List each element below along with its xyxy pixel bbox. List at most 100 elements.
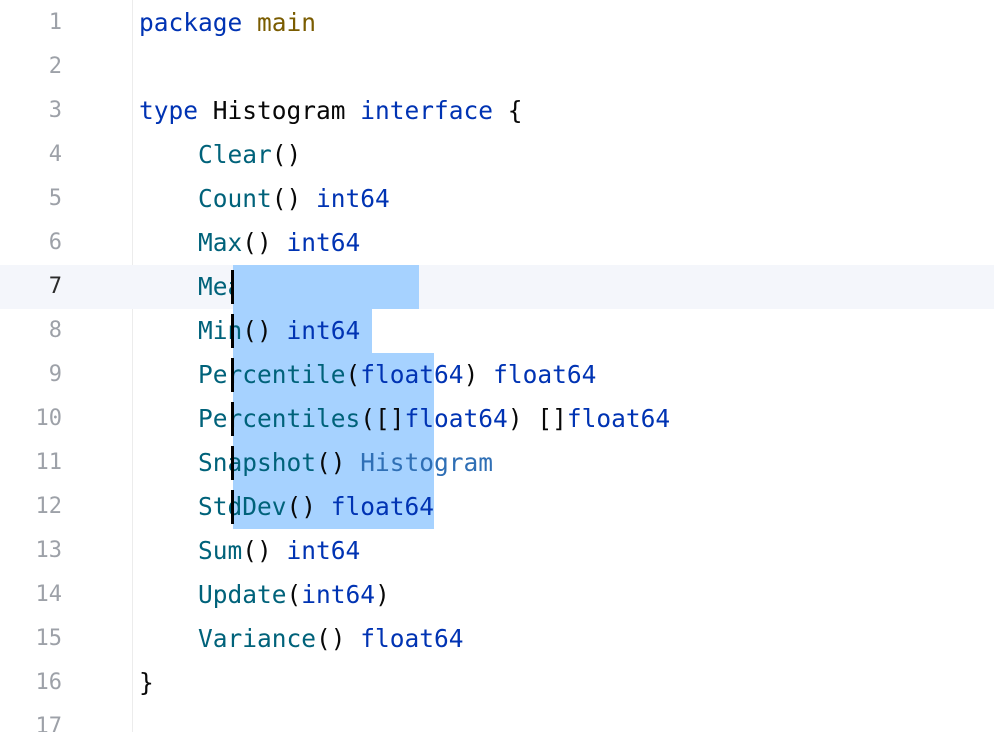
code-token: Histogram: [198, 96, 361, 125]
line-number: 1: [48, 10, 62, 35]
code-token: [139, 228, 198, 257]
code-token: ): [463, 360, 494, 389]
code-line[interactable]: 17: [0, 705, 994, 732]
line-number: 6: [48, 230, 62, 255]
text-selection: [233, 485, 434, 529]
code-token: (: [345, 360, 361, 389]
code-token: int64: [286, 316, 361, 345]
code-token: {: [493, 96, 523, 125]
code-line[interactable]: 2: [0, 45, 994, 89]
text-caret: [231, 402, 234, 436]
code-token: package: [139, 8, 243, 37]
code-line[interactable]: 4 Clear(): [0, 133, 994, 177]
line-code[interactable]: type Histogram interface {: [139, 89, 523, 133]
code-token: (): [316, 624, 361, 653]
text-selection: [233, 309, 372, 353]
line-code[interactable]: Clear(): [139, 133, 301, 177]
code-token: [139, 448, 198, 477]
code-token: float64: [493, 360, 597, 389]
code-token: [139, 316, 198, 345]
line-code[interactable]: package main: [139, 1, 316, 45]
line-code[interactable]: Min() int64: [139, 309, 360, 353]
code-token: [139, 404, 198, 433]
code-token: (): [242, 536, 287, 565]
code-line[interactable]: 7 Mean() float64: [0, 265, 994, 309]
code-token: (): [242, 316, 287, 345]
text-selection: [233, 265, 419, 309]
code-token: int64: [316, 184, 390, 213]
line-number: 14: [35, 582, 63, 607]
code-line[interactable]: 10 Percentiles([]float64) []float64: [0, 397, 994, 441]
line-code[interactable]: Count() int64: [139, 177, 390, 221]
code-line[interactable]: 13 Sum() int64: [0, 529, 994, 573]
code-token: (): [286, 492, 331, 521]
text-caret: [231, 270, 234, 304]
code-token: [139, 272, 198, 301]
code-token: [139, 580, 198, 609]
code-token: Variance: [198, 624, 317, 653]
code-line[interactable]: 9 Percentile(float64) float64: [0, 353, 994, 397]
code-token: [139, 624, 198, 653]
code-token: [242, 8, 257, 37]
code-token: float64: [566, 404, 671, 433]
line-number: 5: [48, 186, 62, 211]
code-token: interface: [360, 96, 494, 125]
code-token: [139, 536, 198, 565]
line-code[interactable]: StdDev() float64: [139, 485, 434, 529]
text-caret: [231, 446, 234, 480]
line-code[interactable]: Percentiles([]float64) []float64: [139, 397, 670, 441]
code-token: Update: [198, 580, 287, 609]
code-token: int64: [286, 228, 361, 257]
code-line[interactable]: 12 StdDev() float64: [0, 485, 994, 529]
text-selection: [233, 353, 434, 397]
line-code[interactable]: Snapshot() Histogram: [139, 441, 493, 485]
line-code[interactable]: }: [139, 661, 154, 705]
line-code[interactable]: Sum() int64: [139, 529, 360, 573]
code-token: (): [271, 184, 317, 213]
code-token: type: [139, 96, 199, 125]
code-token: float64: [330, 492, 435, 521]
line-code[interactable]: Percentile(float64) float64: [139, 353, 596, 397]
text-caret: [231, 314, 234, 348]
text-caret: [231, 358, 234, 392]
line-number: 10: [35, 406, 63, 431]
code-token: Percentiles: [198, 404, 361, 433]
code-token: (): [316, 448, 361, 477]
code-line[interactable]: 15 Variance() float64: [0, 617, 994, 661]
line-number: 2: [48, 54, 62, 79]
text-selection: [233, 397, 434, 441]
text-caret: [231, 490, 234, 524]
line-number: 16: [35, 670, 63, 695]
code-token: Count: [198, 184, 272, 213]
code-token: Histogram: [360, 448, 494, 477]
code-token: Snapshot: [198, 448, 317, 477]
line-number: 8: [48, 318, 62, 343]
line-number: 11: [35, 450, 63, 475]
code-line[interactable]: 16}: [0, 661, 994, 705]
code-token: (: [286, 580, 302, 609]
text-selection: [233, 441, 434, 485]
code-line[interactable]: 14 Update(int64): [0, 573, 994, 617]
code-token: main: [257, 8, 317, 37]
line-number: 17: [35, 714, 63, 732]
line-number: 12: [35, 494, 63, 519]
line-code[interactable]: Variance() float64: [139, 617, 464, 661]
code-token: [139, 184, 198, 213]
code-token: }: [139, 668, 154, 697]
code-token: ([]: [360, 404, 405, 433]
line-code[interactable]: Update(int64): [139, 573, 390, 617]
code-line[interactable]: 8 Min() int64: [0, 309, 994, 353]
code-token: Sum: [198, 536, 243, 565]
code-line[interactable]: 11 Snapshot() Histogram: [0, 441, 994, 485]
code-line[interactable]: 1 package main: [0, 1, 994, 45]
code-token: [139, 360, 198, 389]
code-token: StdDev: [198, 492, 287, 521]
line-code[interactable]: Max() int64: [139, 221, 360, 265]
code-line[interactable]: 6 Max() int64: [0, 221, 994, 265]
line-number: 9: [48, 362, 62, 387]
code-line[interactable]: 5 Count() int64: [0, 177, 994, 221]
code-token: (): [242, 228, 287, 257]
code-token: float64: [360, 360, 464, 389]
